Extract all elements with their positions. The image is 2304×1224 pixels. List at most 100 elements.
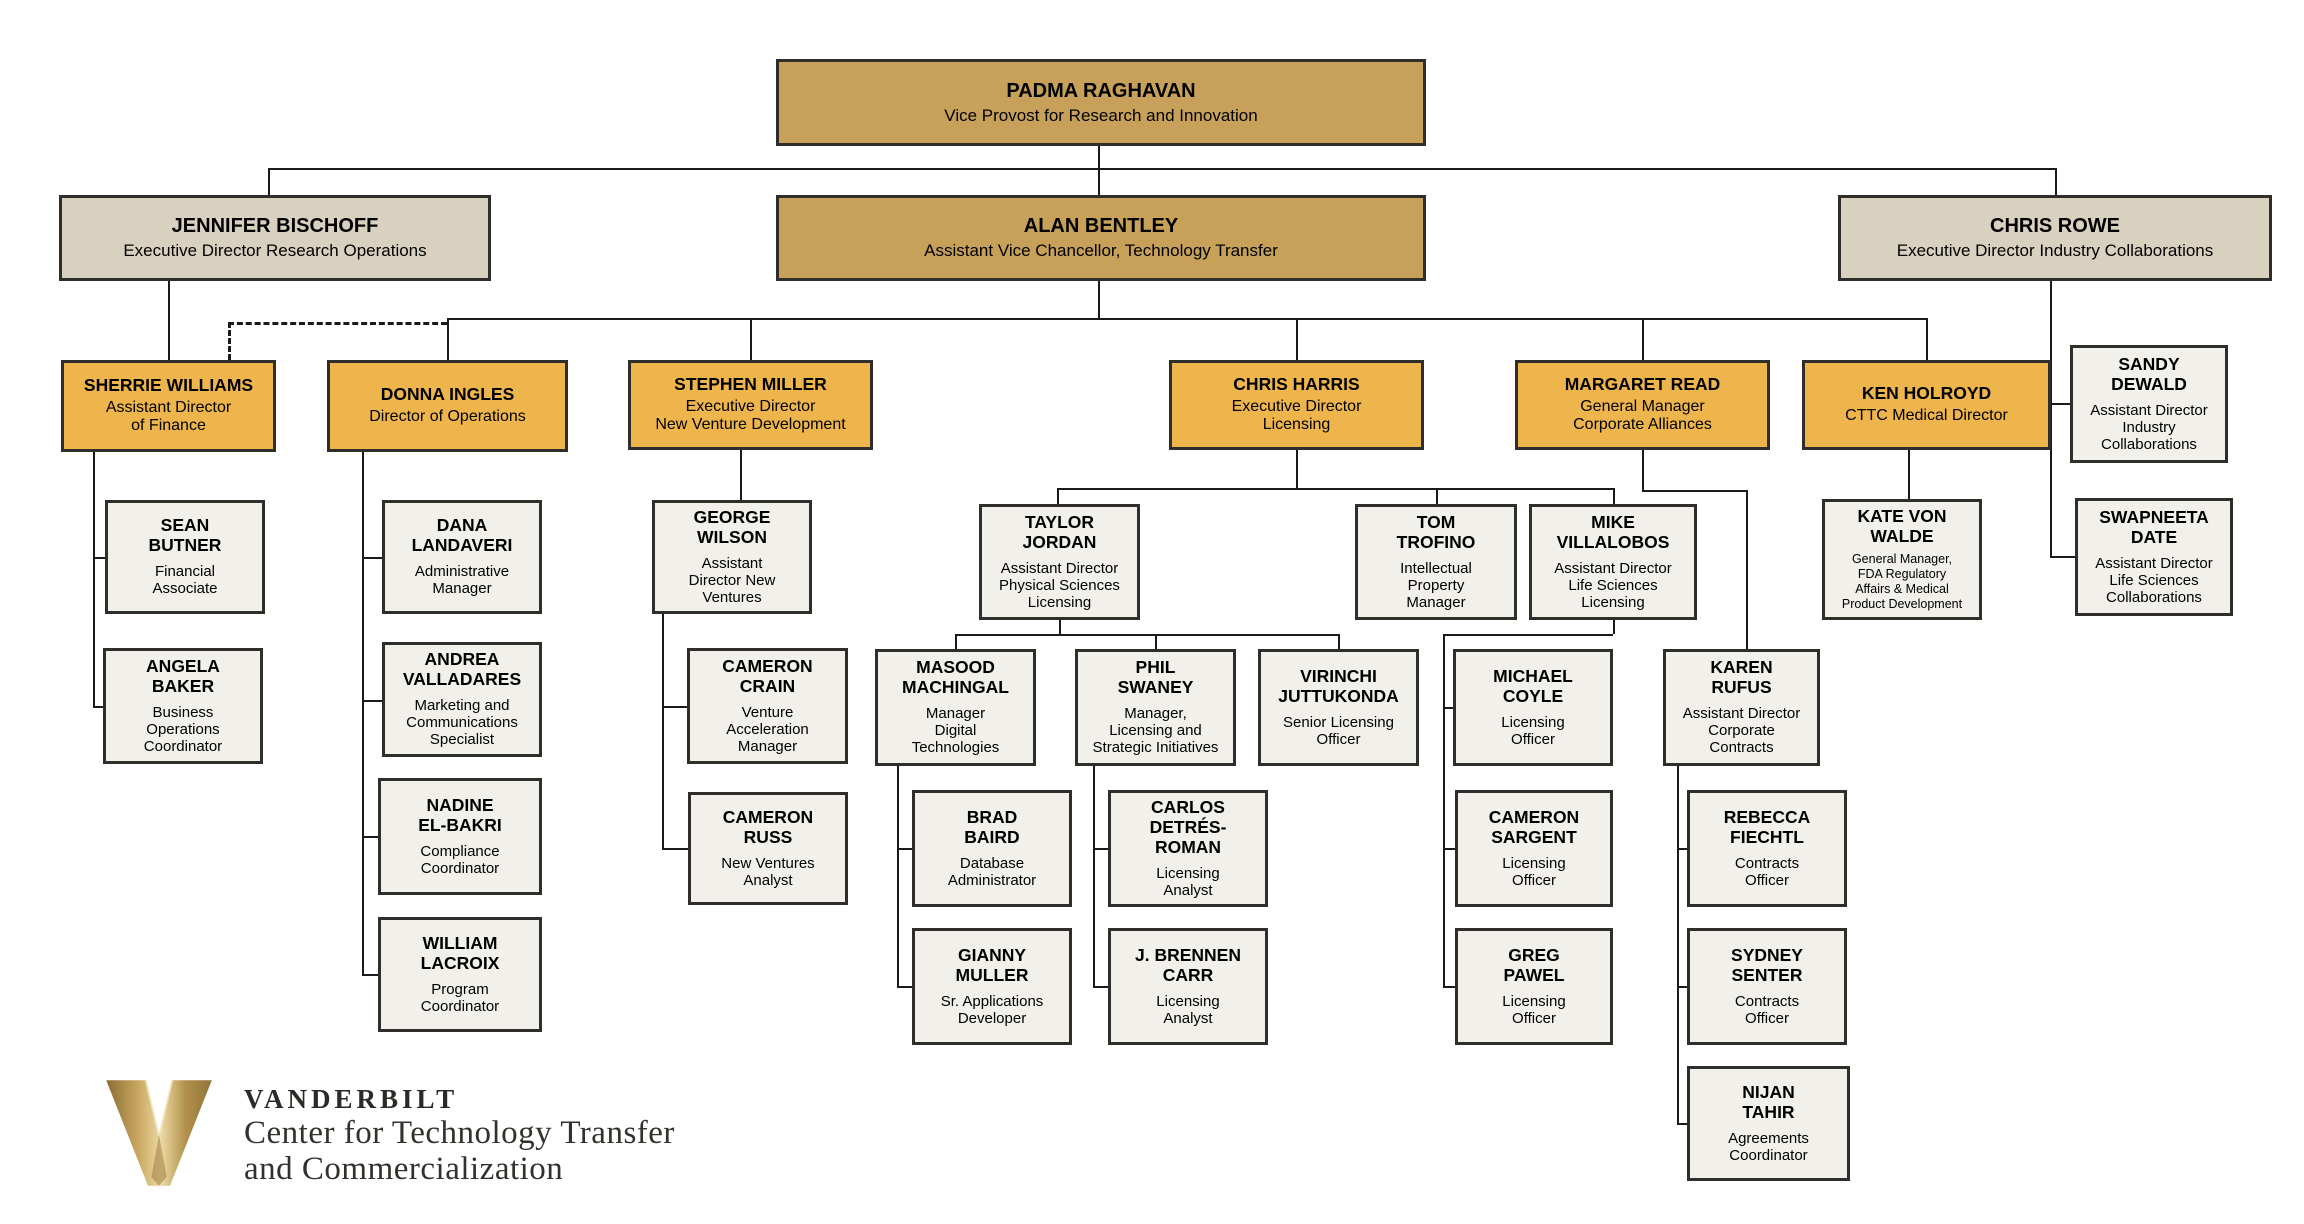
org-node-virinchi-juttukonda: VIRINCHI JUTTUKONDA Senior Licensing Off… bbox=[1258, 649, 1419, 766]
person-name: ALAN BENTLEY bbox=[1023, 215, 1179, 238]
connector-line bbox=[662, 848, 690, 850]
person-title: Database Administrator bbox=[947, 854, 1037, 889]
person-name: CARLOS DETRÉS- ROMAN bbox=[1149, 797, 1227, 857]
person-title: Executive Director Licensing bbox=[1231, 398, 1362, 434]
vanderbilt-logo: VANDERBILT Center for Technology Transfe… bbox=[100, 1078, 675, 1188]
person-name: STEPHEN MILLER bbox=[674, 374, 827, 395]
connector-line bbox=[93, 557, 107, 559]
person-title: Venture Acceleration Manager bbox=[726, 703, 809, 755]
person-title: Agreements Coordinator bbox=[1728, 1129, 1809, 1164]
org-node-j-brennen-carr: J. BRENNEN CARR Licensing Analyst bbox=[1108, 928, 1268, 1045]
connector-line bbox=[1908, 450, 1910, 499]
org-node-sydney-senter: SYDNEY SENTER Contracts Officer bbox=[1687, 928, 1847, 1045]
person-title: Executive Director Industry Collaboratio… bbox=[1896, 241, 2214, 261]
person-title: Assistant Director Life Sciences Licensi… bbox=[1554, 559, 1672, 611]
person-title: Manager, Licensing and Strategic Initiat… bbox=[1092, 705, 1219, 757]
person-name: MARGARET READ bbox=[1564, 374, 1721, 395]
person-title: Licensing Officer bbox=[1501, 713, 1565, 748]
person-title: Vice Provost for Research and Innovation bbox=[944, 105, 1258, 125]
org-node-carlos-detres-roman: CARLOS DETRÉS- ROMAN Licensing Analyst bbox=[1108, 790, 1268, 907]
person-title: Licensing Officer bbox=[1502, 992, 1566, 1027]
connector-line bbox=[1642, 490, 1746, 492]
person-title: Licensing Analyst bbox=[1156, 864, 1220, 899]
person-title: Executive Director New Venture Developme… bbox=[655, 398, 846, 434]
person-title: Assistant Director Industry Collaboratio… bbox=[2090, 401, 2208, 453]
person-name: MASOOD MACHINGAL bbox=[902, 657, 1009, 698]
org-node-brad-baird: BRAD BAIRD Database Administrator bbox=[912, 790, 1072, 907]
org-node-cameron-crain: CAMERON CRAIN Venture Acceleration Manag… bbox=[687, 648, 848, 764]
person-name: CHRIS HARRIS bbox=[1233, 374, 1360, 395]
connector-line bbox=[1296, 450, 1298, 488]
org-node-masood-machingal: MASOOD MACHINGAL Manager Digital Technol… bbox=[875, 649, 1036, 766]
connector-line bbox=[2055, 168, 2057, 195]
org-node-swapneeta-date: SWAPNEETA DATE Assistant Director Life S… bbox=[2075, 498, 2233, 616]
person-name: VIRINCHI JUTTUKONDA bbox=[1278, 665, 1399, 706]
person-title: Director of Operations bbox=[369, 408, 526, 426]
person-name: KEN HOLROYD bbox=[1861, 383, 1992, 404]
person-name: KAREN RUFUS bbox=[1710, 657, 1773, 698]
person-title: Program Coordinator bbox=[420, 980, 500, 1015]
org-node-nijan-tahir: NIJAN TAHIR Agreements Coordinator bbox=[1687, 1066, 1850, 1181]
org-node-dana-landaveri: DANA LANDAVERI Administrative Manager bbox=[382, 500, 542, 614]
connector-line bbox=[1098, 146, 1100, 168]
person-title: Contracts Officer bbox=[1734, 992, 1800, 1027]
person-title: Intellectual Property Manager bbox=[1400, 559, 1472, 611]
person-name: DANA LANDAVERI bbox=[411, 515, 513, 556]
person-name: TAYLOR JORDAN bbox=[1022, 511, 1097, 552]
org-node-tom-trofino: TOM TROFINO Intellectual Property Manage… bbox=[1355, 504, 1517, 620]
connector-line bbox=[1155, 634, 1157, 650]
connector-line bbox=[1677, 766, 1679, 1123]
org-node-cameron-sargent: CAMERON SARGENT Licensing Officer bbox=[1455, 790, 1613, 907]
person-name: REBECCA FIECHTL bbox=[1723, 806, 1811, 847]
logo-wordmark: VANDERBILT bbox=[244, 1084, 459, 1114]
person-title: Business Operations Coordinator bbox=[143, 703, 223, 755]
connector-line bbox=[168, 281, 170, 360]
connector-line bbox=[447, 318, 1926, 320]
connector-line bbox=[662, 706, 689, 708]
org-node-stephen-miller: STEPHEN MILLER Executive Director New Ve… bbox=[628, 360, 873, 450]
person-name: SEAN BUTNER bbox=[148, 515, 222, 556]
org-node-karen-rufus: KAREN RUFUS Assistant Director Corporate… bbox=[1663, 649, 1820, 766]
person-name: SHERRIE WILLIAMS bbox=[83, 375, 254, 396]
person-name: NIJAN TAHIR bbox=[1742, 1081, 1795, 1122]
connector-line bbox=[1677, 1123, 1689, 1125]
org-node-nadine-el-bakri: NADINE EL-BAKRI Compliance Coordinator bbox=[378, 778, 542, 895]
org-node-angela-baker: ANGELA BAKER Business Operations Coordin… bbox=[103, 648, 263, 764]
connector-line bbox=[1059, 620, 1061, 634]
org-node-ken-holroyd: KEN HOLROYD CTTC Medical Director bbox=[1802, 360, 2051, 450]
connector-line bbox=[1443, 634, 1445, 986]
person-name: CAMERON SARGENT bbox=[1488, 806, 1580, 847]
org-node-alan-bentley: ALAN BENTLEY Assistant Vice Chancellor, … bbox=[776, 195, 1426, 281]
person-name: TOM TROFINO bbox=[1396, 511, 1476, 552]
connector-line bbox=[1443, 707, 1455, 709]
person-name: BRAD BAIRD bbox=[964, 806, 1020, 847]
person-name: CAMERON CRAIN bbox=[722, 655, 813, 696]
org-node-sean-butner: SEAN BUTNER Financial Associate bbox=[105, 500, 265, 614]
org-node-gianny-muller: GIANNY MULLER Sr. Applications Developer bbox=[912, 928, 1072, 1045]
connector-line bbox=[1093, 986, 1110, 988]
person-name: MICHAEL COYLE bbox=[1493, 665, 1573, 706]
connector-line bbox=[1746, 490, 1748, 649]
person-title: Executive Director Research Operations bbox=[123, 241, 427, 261]
person-title: Administrative Manager bbox=[414, 563, 510, 598]
person-title: Sr. Applications Developer bbox=[940, 992, 1044, 1027]
org-node-rebecca-fiechtl: REBECCA FIECHTL Contracts Officer bbox=[1687, 790, 1847, 907]
connector-line bbox=[1642, 450, 1644, 490]
logo-text: VANDERBILT Center for Technology Transfe… bbox=[244, 1078, 675, 1188]
org-node-chris-harris: CHRIS HARRIS Executive Director Licensin… bbox=[1169, 360, 1424, 450]
person-name: ANDREA VALLADARES bbox=[402, 649, 522, 690]
person-title: Assistant Director of Finance bbox=[105, 399, 232, 435]
person-title: Assistant Director Corporate Contracts bbox=[1682, 705, 1801, 757]
connector-line bbox=[2050, 403, 2072, 405]
connector-line bbox=[740, 450, 742, 500]
person-title: General Manager Corporate Alliances bbox=[1573, 398, 1712, 434]
connector-line bbox=[93, 706, 105, 708]
person-name: KATE VON WALDE bbox=[1857, 506, 1947, 546]
org-node-chris-rowe: CHRIS ROWE Executive Director Industry C… bbox=[1838, 195, 2272, 281]
person-name: ANGELA BAKER bbox=[146, 655, 220, 696]
org-node-george-wilson: GEORGE WILSON Assistant Director New Ven… bbox=[652, 500, 812, 614]
connector-line bbox=[1093, 848, 1110, 850]
org-node-sandy-dewald: SANDY DEWALD Assistant Director Industry… bbox=[2070, 345, 2228, 463]
person-title: New Ventures Analyst bbox=[721, 854, 815, 889]
connector-line bbox=[1296, 318, 1298, 360]
